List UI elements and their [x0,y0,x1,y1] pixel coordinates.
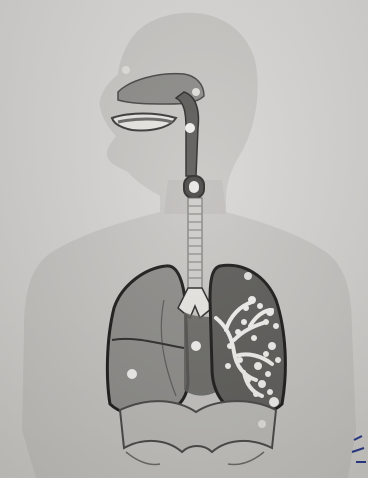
page-edge-mark [352,436,366,462]
bronchi-marker [191,341,201,351]
diaphragm-marker [258,420,266,428]
pharynx-marker [185,123,195,133]
larynx [184,176,204,198]
left-lung-marker [269,397,279,407]
left-lung-apex-marker [244,272,252,280]
nose-marker [122,66,130,74]
nasal-marker [192,88,200,96]
trachea-tube [188,198,202,290]
trachea [188,198,202,290]
larynx-inner [189,181,199,193]
right-lung-marker [127,369,137,379]
